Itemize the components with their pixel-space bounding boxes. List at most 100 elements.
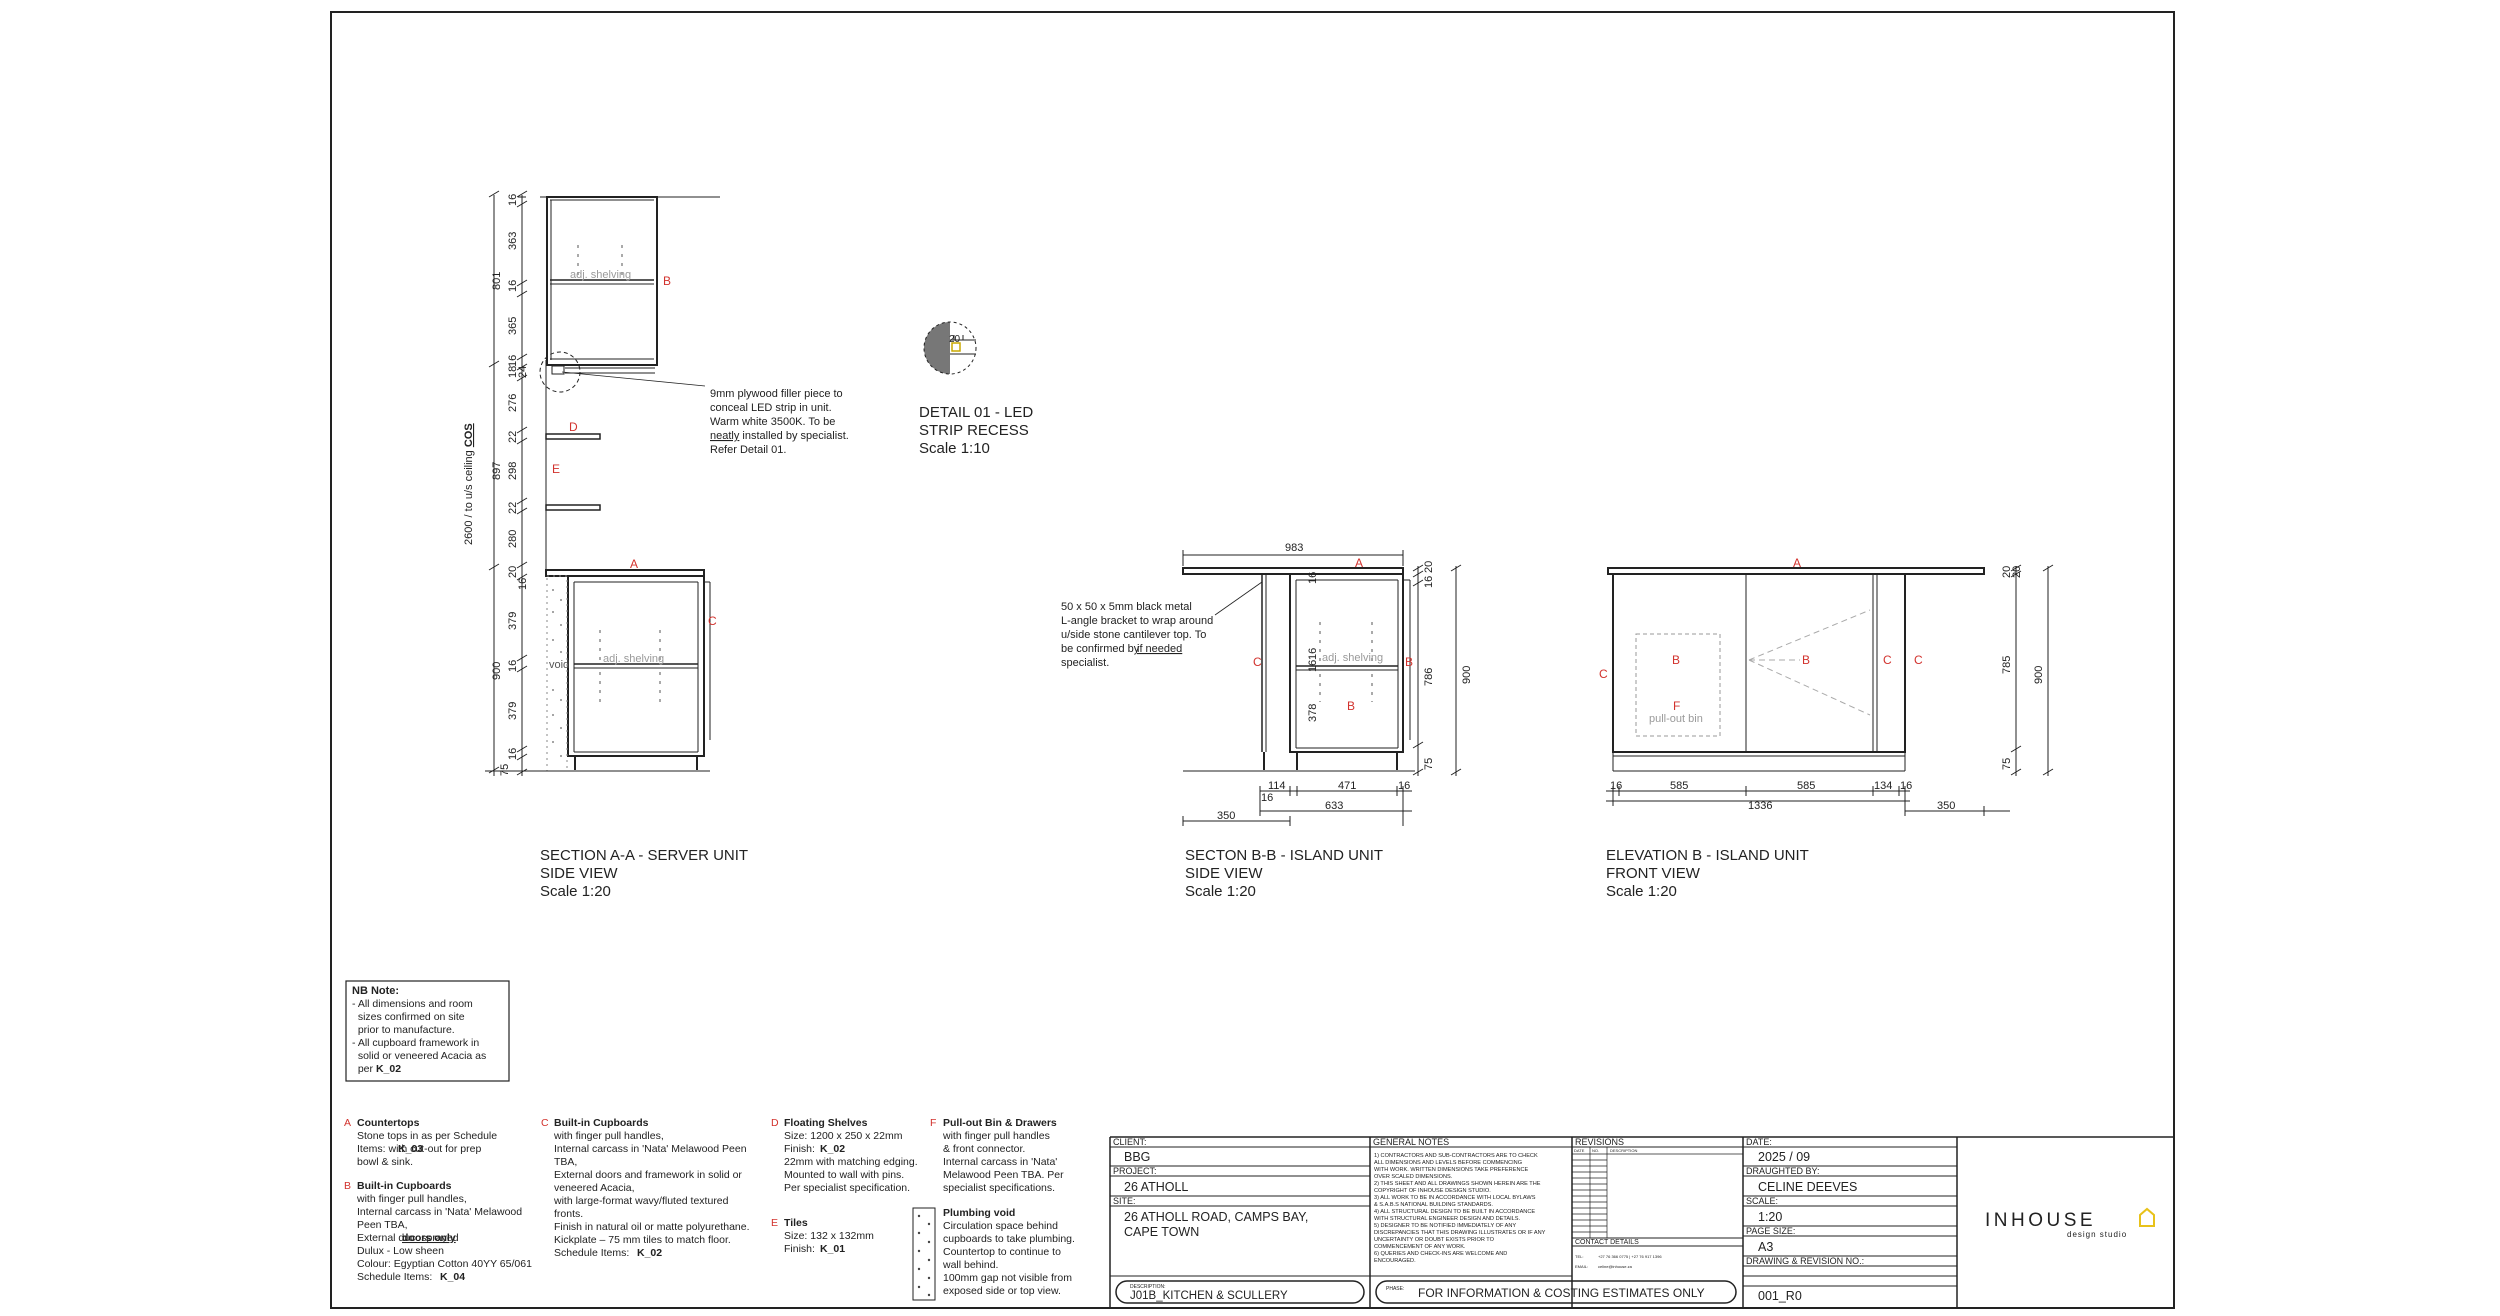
label-b-b2: B (1347, 699, 1355, 713)
svg-text:Items: with cut-out for prep: Items: with cut-out for prep (357, 1143, 481, 1155)
scale-value: 1:20 (1758, 1210, 1782, 1224)
description-value: J01B_KITCHEN & SCULLERY (1130, 1290, 1288, 1302)
label-e-b2: B (1802, 653, 1810, 667)
svg-text:Scale 1:20: Scale 1:20 (540, 883, 611, 900)
revisions-label: REVISIONS (1575, 1137, 1624, 1147)
drafted-label: DRAUGHTED BY: (1746, 1166, 1820, 1176)
svg-text:specialist specifications.: specialist specifications. (943, 1182, 1055, 1194)
section-a-drawing: 16 363 16 365 16 18 24 276 22 298 22 280… (463, 190, 849, 900)
drawing-no-value: 001_R0 (1758, 1289, 1802, 1303)
svg-text:B: B (344, 1180, 351, 1192)
svg-text:& front connector.: & front connector. (943, 1143, 1025, 1155)
general-notes-label: GENERAL NOTES (1373, 1137, 1449, 1147)
svg-text:COPYRIGHT OF INHOUSE DESIGN ST: COPYRIGHT OF INHOUSE DESIGN STUDIO. (1374, 1188, 1491, 1194)
client-label: CLIENT: (1113, 1137, 1147, 1147)
svg-text:exposed side or top view.: exposed side or top view. (943, 1285, 1061, 1297)
svg-text:with finger pull handles,: with finger pull handles, (356, 1193, 467, 1205)
svg-text:Countertop to continue to: Countertop to continue to (943, 1246, 1061, 1258)
svg-text:STRIP RECESS: STRIP RECESS (919, 422, 1029, 439)
svg-text:SIDE VIEW: SIDE VIEW (1185, 865, 1263, 882)
svg-text:SECTION A-A - SERVER UNIT: SECTION A-A - SERVER UNIT (540, 847, 748, 864)
svg-text:50 x 50 x 5mm black metal: 50 x 50 x 5mm black metal (1061, 601, 1192, 613)
svg-text:K_04: K_04 (440, 1271, 465, 1283)
svg-text:Colour: Egyptian Cotton 40YY 6: Colour: Egyptian Cotton 40YY 65/061 (357, 1258, 532, 1270)
dim-b-total: 633 (1325, 800, 1343, 812)
svg-text:COMMENCEMENT OF ANY WORK.: COMMENCEMENT OF ANY WORK. (1374, 1244, 1466, 1250)
svg-text:100mm gap not visible from: 100mm gap not visible from (943, 1272, 1072, 1284)
svg-text:D: D (771, 1117, 779, 1129)
svg-text:Finish:: Finish: (784, 1243, 815, 1255)
label-b-b1: B (1405, 655, 1413, 669)
svg-text:3) ALL WORK TO BE IN ACCORDANC: 3) ALL WORK TO BE IN ACCORDANCE WITH LOC… (1374, 1195, 1536, 1201)
date-label: DATE: (1746, 1137, 1772, 1147)
svg-text:per K_02: per K_02 (352, 1063, 401, 1075)
dim-b-r5: 75 (1423, 758, 1435, 770)
title-block: CLIENT: PROJECT: SITE: GENERAL NOTES REV… (1109, 1136, 2174, 1308)
svg-text:C: C (541, 1117, 549, 1129)
svg-text:SECTON B-B - ISLAND UNIT: SECTON B-B - ISLAND UNIT (1185, 847, 1383, 864)
bin-label: pull-out bin (1649, 713, 1703, 725)
dim-a-18: 75 (499, 764, 511, 776)
dim-a-13: 16 (517, 578, 529, 590)
label-e-c1: C (1599, 667, 1608, 681)
nb-line-1: sizes confirmed on site (352, 1011, 465, 1023)
svg-text:cupboards to take plumbing.: cupboards to take plumbing. (943, 1233, 1075, 1245)
dim-a-5: 18 (507, 366, 519, 378)
svg-text:K_03: K_03 (398, 1143, 423, 1155)
dim-e-r0: 20 (2001, 566, 2013, 578)
dim-b-b1: 16 (1261, 792, 1273, 804)
svg-text:Refer Detail 01.: Refer Detail 01. (710, 444, 786, 456)
dim-a-6: 24 (517, 366, 529, 378)
dim-a-3: 365 (507, 317, 519, 335)
svg-text:SIDE VIEW: SIDE VIEW (540, 865, 618, 882)
svg-text:Size: 1200 x 250 x 22mm: Size: 1200 x 250 x 22mm (784, 1130, 903, 1142)
dim-e-r1: 20 (2011, 566, 2023, 578)
svg-text:Pull-out Bin & Drawers: Pull-out Bin & Drawers (943, 1117, 1057, 1129)
dim-a-9: 298 (507, 462, 519, 480)
phase-label: PHASE: (1386, 1286, 1404, 1292)
svg-text:if needed: if needed (1137, 643, 1182, 655)
svg-text:ALL DIMENSIONS AND LEVELS BEFO: ALL DIMENSIONS AND LEVELS BEFORE COMMENC… (1374, 1160, 1522, 1166)
dim-e-total: 1336 (1748, 800, 1772, 812)
nb-line-5: per (352, 1063, 376, 1075)
svg-text:External ducosprayed: External ducosprayed (357, 1232, 459, 1244)
dim-b-overhang: 350 (1217, 810, 1235, 822)
nb-line-3: - All cupboard framework in (352, 1037, 479, 1049)
phase-value: FOR INFORMATION & COSTING ESTIMATES ONLY (1418, 1286, 1705, 1300)
page-label: PAGE SIZE: (1746, 1226, 1795, 1236)
svg-text:& S.A.B.S NATIONAL BUILDING ST: & S.A.B.S NATIONAL BUILDING STANDARDS. (1374, 1202, 1493, 1208)
svg-text:Built-in Cupboards: Built-in Cupboards (554, 1117, 649, 1129)
dim-e-overhang: 350 (1937, 800, 1955, 812)
svg-text:Peen TBA,: Peen TBA, (357, 1219, 408, 1231)
drawing-no-label: DRAWING & REVISION NO.: (1746, 1256, 1864, 1266)
svg-text:Tiles: Tiles (784, 1217, 808, 1229)
svg-text:Size: 132 x 132mm: Size: 132 x 132mm (784, 1230, 874, 1242)
svg-text:Plumbing void: Plumbing void (943, 1207, 1015, 1219)
svg-text:WITH STRUCTURAL ENGINEER DESIG: WITH STRUCTURAL ENGINEER DESIGN AND DETA… (1374, 1216, 1521, 1222)
svg-text:Scale 1:20: Scale 1:20 (1185, 883, 1256, 900)
label-b-a: A (1355, 556, 1363, 570)
project-value: 26 ATHOLL (1124, 1180, 1188, 1194)
date-value: 2025 / 09 (1758, 1150, 1810, 1164)
svg-text:Melawood Peen TBA. Per: Melawood Peen TBA. Per (943, 1169, 1064, 1181)
detail-01-title: DETAIL 01 - LED STRIP RECESS Scale 1:10 (919, 404, 1033, 457)
dim-a-10: 22 (507, 502, 519, 514)
client-value: BBG (1124, 1150, 1150, 1164)
dim-e-b2: 585 (1797, 780, 1815, 792)
svg-text:5) DESIGNER TO BE NOTIFIED IMM: 5) DESIGNER TO BE NOTIFIED IMMEDIATELY O… (1374, 1223, 1516, 1229)
svg-text:2) THIS SHEET AND ALL DRAWINGS: 2) THIS SHEET AND ALL DRAWINGS SHOWN HER… (1374, 1181, 1541, 1187)
description-label: DESCRIPTION: (1130, 1284, 1166, 1290)
shelving-label-a-lower: adj. shelving (603, 653, 664, 665)
dim-a-900: 900 (491, 662, 503, 680)
nb-note-heading: NB Note: (352, 985, 399, 997)
svg-text:A: A (344, 1117, 351, 1129)
phase-pill (1375, 1280, 1737, 1304)
dim-a-801: 801 (491, 272, 503, 290)
detail-01-drawing: 20 DETAIL 01 - LED STRIP RECESS Scale 1:… (919, 321, 1033, 457)
svg-text:Built-in Cupboards: Built-in Cupboards (357, 1180, 452, 1192)
dim-e-overall: 900 (2033, 666, 2045, 684)
sheet-border (330, 11, 2175, 1309)
svg-text:ELEVATION B - ISLAND UNIT: ELEVATION B - ISLAND UNIT (1606, 847, 1809, 864)
svg-text:DETAIL 01 - LED: DETAIL 01 - LED (919, 404, 1033, 421)
svg-text:Schedule Items:: Schedule Items: (554, 1247, 629, 1259)
